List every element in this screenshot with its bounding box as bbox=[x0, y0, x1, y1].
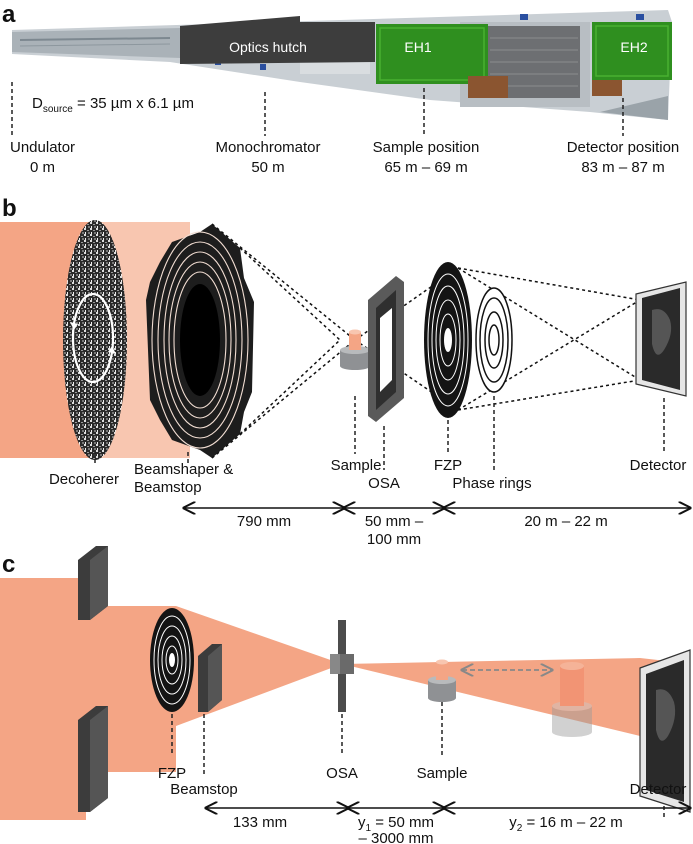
decoherer bbox=[63, 220, 127, 460]
eh1-hutch bbox=[376, 24, 488, 84]
optics-hutch bbox=[180, 16, 375, 64]
beamstop-label: Beamstop bbox=[134, 479, 202, 496]
sample-label: Sample bbox=[417, 765, 468, 782]
station-name: Undulator bbox=[10, 139, 75, 156]
panel-b-letter: b bbox=[2, 195, 17, 222]
station-name: Sample position bbox=[373, 139, 480, 156]
equipment-marker bbox=[260, 64, 266, 70]
sample bbox=[428, 659, 456, 702]
tunnel-section bbox=[468, 26, 580, 98]
detector bbox=[639, 649, 691, 813]
fzp bbox=[150, 608, 194, 712]
decoherer-label: Decoherer bbox=[49, 471, 119, 488]
incident-beam bbox=[0, 578, 86, 820]
equipment-marker bbox=[520, 14, 528, 20]
sample-label: Sample bbox=[331, 457, 382, 474]
station-distance: 83 m – 87 m bbox=[581, 159, 664, 176]
optics-hutch-label: Optics hutch bbox=[229, 39, 307, 55]
osa bbox=[330, 620, 354, 712]
phase-rings bbox=[475, 287, 513, 393]
beamshaper bbox=[146, 224, 254, 458]
station-name: Detector position bbox=[567, 139, 680, 156]
distance-label: 20 m – 22 m bbox=[524, 513, 607, 530]
detector-label: Detector bbox=[630, 457, 687, 474]
station-distance: 65 m – 69 m bbox=[384, 159, 467, 176]
panel-b: b bbox=[0, 195, 690, 548]
sample-alternate-position bbox=[552, 662, 592, 737]
beamstop bbox=[198, 644, 222, 712]
fzp-label: FZP bbox=[158, 765, 186, 782]
distance-label: 133 mm bbox=[233, 814, 287, 831]
distance-label: 50 mm – bbox=[365, 513, 424, 530]
diverging-cone bbox=[342, 658, 676, 736]
aperture-slits bbox=[78, 546, 108, 812]
distance-label-y1-line2: – 3000 mm bbox=[358, 830, 433, 844]
source-size-label: Dsource = 35 µm x 6.1 µm bbox=[32, 95, 194, 115]
distance-label: 100 mm bbox=[367, 531, 421, 548]
osa bbox=[368, 276, 404, 422]
station-distance: 0 m bbox=[30, 159, 55, 176]
osa-label: OSA bbox=[326, 765, 358, 782]
osa-label: OSA bbox=[368, 475, 400, 492]
fzp bbox=[424, 262, 472, 418]
station-distance: 50 m bbox=[251, 159, 284, 176]
distance-label: 790 mm bbox=[237, 513, 291, 530]
phase-rings-label: Phase rings bbox=[452, 475, 531, 492]
beamstop bbox=[180, 284, 220, 396]
fzp-label: FZP bbox=[434, 457, 462, 474]
sample bbox=[340, 329, 370, 370]
distance-label-y1: y1 = 50 mm bbox=[358, 814, 434, 834]
decoherer-rotation-arrow bbox=[71, 292, 115, 384]
panel-b-leaders bbox=[94, 396, 665, 470]
beamshaper-label: Beamshaper & bbox=[134, 461, 233, 478]
panel-a: a Optics hutch EH1 bbox=[2, 1, 679, 176]
beamstop-label: Beamstop bbox=[170, 781, 238, 798]
detector bbox=[635, 281, 687, 397]
eh2-label: EH2 bbox=[620, 39, 647, 55]
panel-c: c bbox=[0, 546, 690, 844]
panel-a-letter: a bbox=[2, 1, 16, 28]
eh2-hutch bbox=[592, 22, 672, 80]
distance-label-y2: y2 = 16 m – 22 m bbox=[509, 814, 623, 834]
eh1-label: EH1 bbox=[404, 39, 431, 55]
equipment-marker bbox=[636, 14, 644, 20]
detector-label: Detector bbox=[630, 781, 687, 798]
panel-c-letter: c bbox=[2, 551, 15, 578]
station-name: Monochromator bbox=[215, 139, 320, 156]
